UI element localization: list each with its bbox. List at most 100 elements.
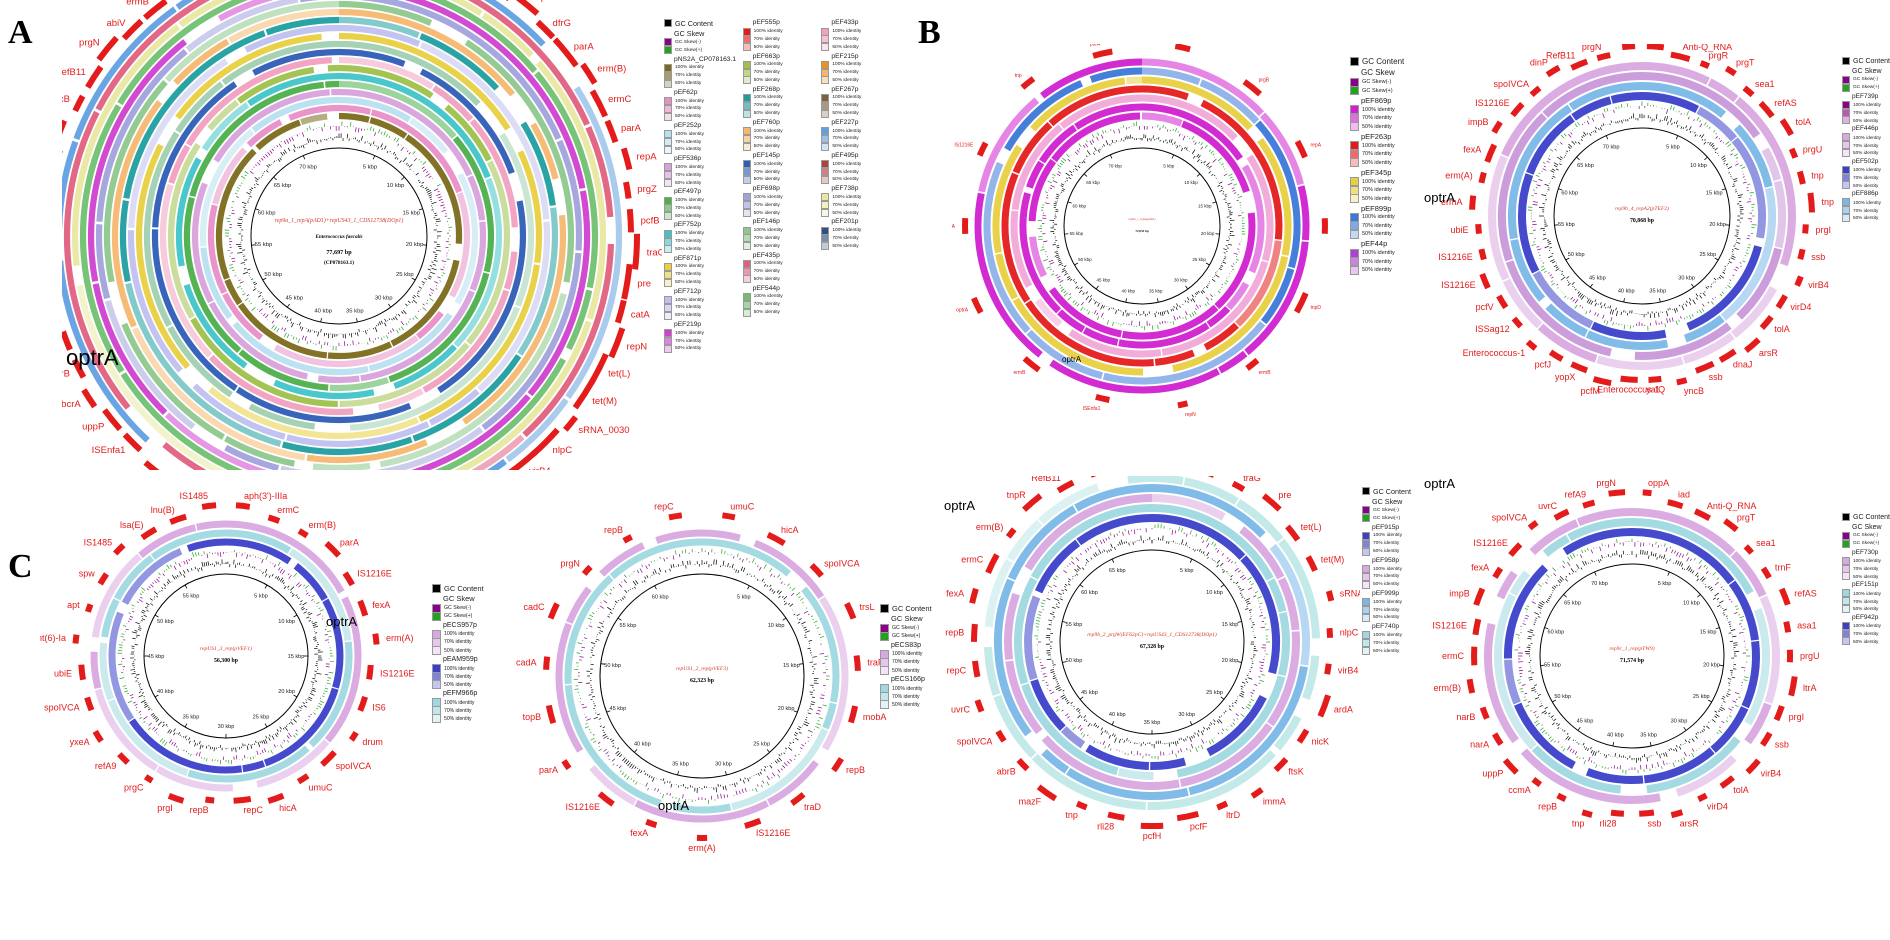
legend-entry: 50% identity — [432, 646, 502, 656]
gene-label: yopX — [1555, 372, 1576, 382]
legend-header: pEF268p — [752, 85, 780, 93]
gene-label: pre — [1278, 490, 1291, 500]
kbp-tick-label: 25 kbp — [253, 715, 270, 721]
gene-label: pcfB — [641, 216, 660, 227]
map-title: rep9a_1_repA(pAD1) — [1129, 217, 1156, 221]
optra-label: optrA — [1424, 476, 1455, 491]
legend-swatch — [1350, 122, 1359, 132]
legend-swatch — [664, 296, 672, 305]
gene-block — [357, 599, 369, 617]
legend-header: pEF886p — [1852, 190, 1879, 198]
gene-label: pcfJ — [1535, 360, 1552, 370]
legend-entry: 100% identity — [1842, 589, 1890, 598]
gene-label: traG — [1243, 476, 1261, 483]
legend-entry: 100% identity — [664, 296, 737, 305]
legend-swatch — [1350, 229, 1359, 239]
gene-block — [1620, 375, 1638, 383]
legend-entry: 50% identity — [742, 175, 816, 184]
gene-label: erm(B) — [1433, 683, 1461, 693]
legend-swatch — [1842, 513, 1850, 521]
legend-swatch — [664, 112, 672, 121]
kbp-tick-label: 65 kbp — [1577, 163, 1594, 169]
legend-entry: 70% identity — [821, 134, 894, 143]
gene-label: ant(6)-Ia — [40, 633, 66, 643]
legend-swatch — [1842, 531, 1850, 540]
legend-swatch — [742, 242, 751, 251]
gene-ring — [969, 476, 1335, 830]
kbp-tick-label: 40 kbp — [157, 689, 174, 695]
legend-header: GC Skew — [1852, 523, 1882, 531]
kbp-tick-label: 35 kbp — [346, 308, 364, 314]
backbone-circle — [1553, 127, 1731, 305]
gene-label: hicA — [781, 525, 799, 535]
legend-entry: 50% identity — [1362, 580, 1422, 589]
legend-entry: 50% identity — [742, 142, 816, 151]
identity-ring — [135, 32, 543, 440]
legend-swatch — [742, 76, 751, 85]
gene-label: IS1485 — [179, 491, 208, 501]
gene-label: ssb — [1811, 252, 1825, 262]
legend-entry: 70% identity — [742, 35, 816, 44]
legend-header: pEF738p — [831, 185, 859, 193]
legend-swatch — [1842, 141, 1850, 150]
legend-swatch — [1362, 613, 1370, 622]
kbp-tick-label: 45 kbp — [286, 295, 304, 301]
kbp-tick-label: 50 kbp — [1568, 252, 1585, 258]
legend-swatch — [664, 19, 672, 28]
gene-label: arsR — [1680, 819, 1700, 829]
panel-label-a: A — [8, 14, 33, 51]
gene-block — [1176, 810, 1200, 822]
gene-block — [976, 141, 989, 157]
legend-entry: 50% identity — [742, 43, 816, 52]
gene-block — [1525, 339, 1538, 351]
legend-swatch — [742, 68, 751, 77]
kbp-tick-label: 10 kbp — [1690, 163, 1707, 169]
legend-swatch — [1842, 148, 1850, 157]
legend-swatch — [1362, 565, 1370, 574]
gene-block — [572, 380, 595, 410]
legend-swatch — [821, 43, 830, 52]
gene-block — [614, 299, 627, 324]
gene-block — [1778, 587, 1791, 606]
gene-block — [1478, 171, 1487, 184]
gene-label: erm(B) — [308, 520, 336, 530]
gene-block — [545, 704, 557, 725]
gene-label: topB — [523, 712, 542, 722]
gene-label: IS1216E — [380, 669, 415, 679]
legend-entry: GC Skew(+) — [1350, 86, 1420, 96]
gene-label: nlpC — [1340, 628, 1359, 638]
legend-entry: 50% identity — [821, 175, 894, 184]
gene-block — [626, 208, 634, 233]
legend-header: pEF869p — [1361, 95, 1392, 105]
legend-header: pEF497p — [674, 188, 702, 196]
legend-header: pEF446p — [1852, 125, 1879, 133]
legend-entry: 70% identity — [1350, 149, 1420, 159]
map-size: 67,328 bp — [1140, 644, 1165, 650]
gene-label: tolA — [1774, 324, 1790, 334]
gene-block — [1802, 224, 1809, 234]
gene-label: tnp — [1821, 197, 1834, 207]
kbp-tick-label: 15 kbp — [783, 663, 800, 669]
legend-entry: 50% identity — [664, 79, 737, 88]
legend-header: pEF435p — [752, 251, 780, 259]
legend-swatch — [821, 60, 830, 69]
gene-label: pcfV — [1476, 302, 1494, 312]
legend-header: pEF915p — [1372, 523, 1400, 531]
gene-label: catA — [631, 309, 651, 320]
gene-block — [348, 731, 359, 742]
kbp-tick-label: 60 kbp — [652, 594, 669, 600]
gene-label: RefB11 — [1031, 476, 1060, 483]
legend-swatch — [742, 35, 751, 44]
legend-entry: 70% identity — [1842, 564, 1890, 573]
identity-ring — [71, 0, 607, 470]
gene-label: Anti-Q_RNA — [1683, 44, 1733, 52]
gene-block — [552, 37, 579, 68]
gene-label: erm(A) — [1445, 171, 1473, 181]
legend-swatch — [880, 631, 889, 641]
legend-swatch — [664, 46, 672, 55]
legend-entry: 70% identity — [742, 101, 816, 110]
